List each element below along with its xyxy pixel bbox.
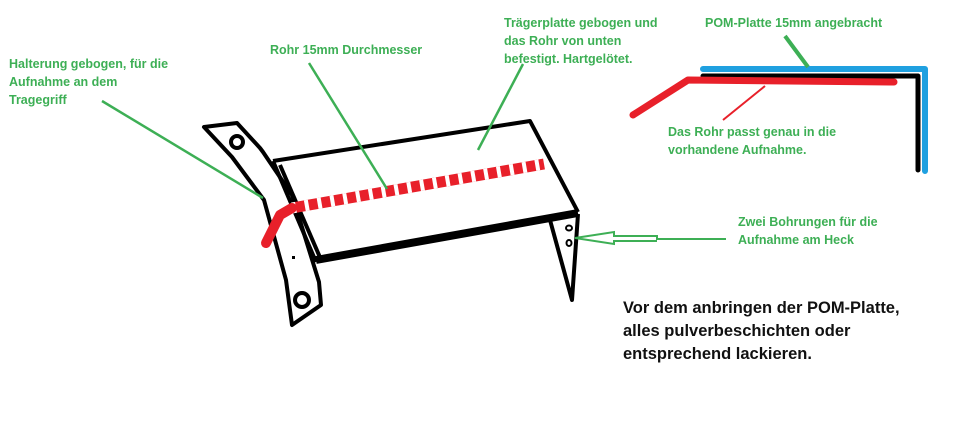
carrier-plate: [271, 119, 580, 264]
note-line: entsprechend lackieren.: [623, 345, 812, 363]
label-line: befestigt. Hartgelötet.: [504, 52, 633, 66]
label-line: Trägerplatte gebogen und: [504, 16, 658, 30]
label-line: Aufnahme an dem: [9, 75, 118, 89]
red-leader-line: [722, 85, 766, 121]
label-line: vorhandene Aufnahme.: [668, 143, 807, 157]
left-bracket: [202, 121, 323, 327]
bracket-hole-bottom: [293, 291, 311, 309]
right-bracket: [548, 213, 580, 302]
label-traegerplatte: Trägerplatte gebogen und das Rohr von un…: [504, 14, 658, 68]
label-line: Aufnahme am Heck: [738, 233, 855, 247]
label-line: Zwei Bohrungen für die: [738, 215, 878, 229]
label-halterung: Halterung gebogen, für die Aufnahme an d…: [9, 55, 168, 109]
label-line: Tragegriff: [9, 93, 67, 107]
label-line: das Rohr von unten: [504, 34, 622, 48]
label-rohr: Rohr 15mm Durchmesser: [270, 43, 423, 57]
label-bohrungen: Zwei Bohrungen für die Aufnahme am Heck: [738, 213, 878, 249]
label-line: Das Rohr passt genau in die: [668, 125, 837, 139]
leader-lines: [101, 34, 810, 246]
note-text: Vor dem anbringen der POM-Platte, alles …: [623, 297, 900, 366]
label-line: Halterung gebogen, für die: [9, 57, 169, 71]
tube: [261, 158, 545, 248]
pom-profile: [629, 66, 928, 174]
label-pom: POM-Platte 15mm angebracht: [705, 16, 883, 30]
label-rohr-passt: Das Rohr passt genau in die vorhandene A…: [668, 123, 836, 159]
note-line: Vor dem anbringen der POM-Platte,: [623, 299, 900, 317]
bracket-hole-top: [229, 134, 245, 150]
note-line: alles pulverbeschichten oder: [623, 322, 851, 340]
